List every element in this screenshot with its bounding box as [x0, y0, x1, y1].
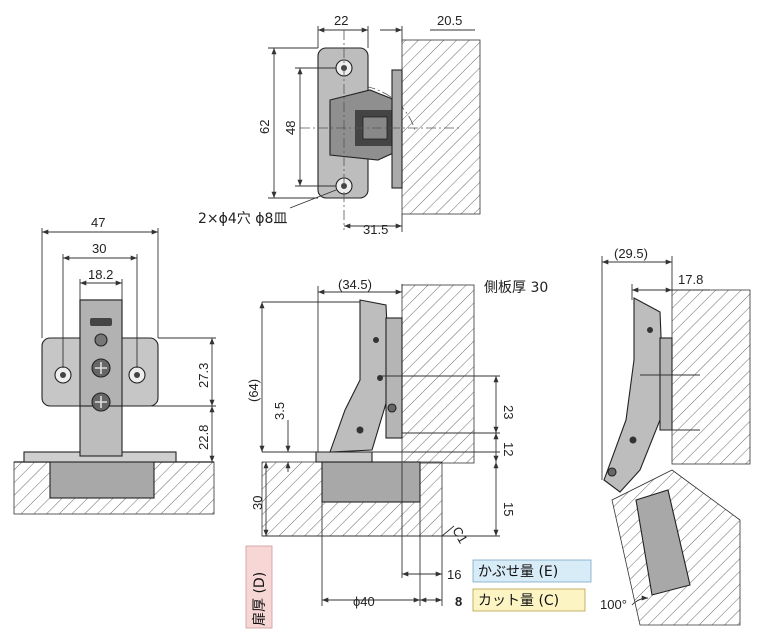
dim-front-upper: 27.3 — [196, 363, 211, 388]
dim-top-height: 62 — [257, 120, 272, 134]
dim-side-small: 3.5 — [272, 402, 287, 420]
side-view: (34.5) 側板厚 30 (64) 3.5 23 12 15 30 C1 16… — [245, 277, 592, 629]
dim-front-inner: 18.2 — [88, 267, 113, 282]
door-thickness-box — [245, 545, 273, 629]
open-hinge-arm — [603, 297, 665, 493]
cut-box — [472, 588, 586, 612]
overlay-label: かぶせ量 (E) — [478, 564, 558, 580]
dim-side-door: 30 — [250, 496, 265, 510]
dim-top-bottom: 31.5 — [363, 222, 388, 237]
side-panel-label: 側板厚 30 — [484, 280, 548, 296]
dim-side-cut: 8 — [455, 594, 462, 609]
dim-top-offset: 20.5 — [437, 13, 462, 28]
cut-label: カット量 (C) — [478, 593, 559, 609]
open-mounting-plate — [659, 337, 673, 431]
dim-top-hole-pitch: 48 — [283, 121, 298, 135]
dim-open-17-8: 17.8 — [678, 272, 703, 287]
open-view: (29.5) 17.8 100° — [600, 246, 751, 626]
dim-side-top: (34.5) — [338, 277, 372, 292]
overlay-box — [472, 559, 592, 583]
front-cup — [49, 459, 155, 499]
dim-side-12: 12 — [501, 442, 516, 456]
top-cup-edge — [391, 69, 403, 189]
dim-front-lower: 22.8 — [196, 425, 211, 450]
dim-side-15: 15 — [501, 502, 516, 516]
top-wall-section — [401, 39, 481, 215]
dim-side-c1: C1 — [449, 524, 470, 546]
side-mounting-plate — [385, 317, 403, 439]
dim-side-23: 23 — [501, 405, 516, 419]
open-cup — [635, 489, 691, 596]
dim-open-angle: 100° — [600, 597, 627, 612]
side-panel-section — [401, 284, 475, 464]
dim-top-width: 22 — [334, 13, 348, 28]
side-cup — [321, 461, 421, 503]
front-adjust-screw-top — [94, 333, 108, 347]
dim-side-bore: ϕ40 — [353, 594, 375, 609]
dim-front-outer: 47 — [91, 215, 105, 230]
dim-open-width: (29.5) — [614, 246, 648, 261]
open-panel-section — [671, 289, 751, 465]
door-thickness-label: 扉厚 (D) — [252, 572, 268, 626]
holes-label: 2×ϕ4穴 ϕ8皿 — [198, 211, 287, 227]
dim-side-total: (64) — [246, 379, 261, 402]
dim-side-overlay: 16 — [447, 567, 461, 582]
dim-front-mid: 30 — [92, 241, 106, 256]
top-view: 22 20.5 62 48 31.5 2×ϕ4穴 ϕ8皿 — [198, 13, 481, 237]
front-view: 47 30 18.2 27.3 22.8 — [13, 215, 216, 515]
